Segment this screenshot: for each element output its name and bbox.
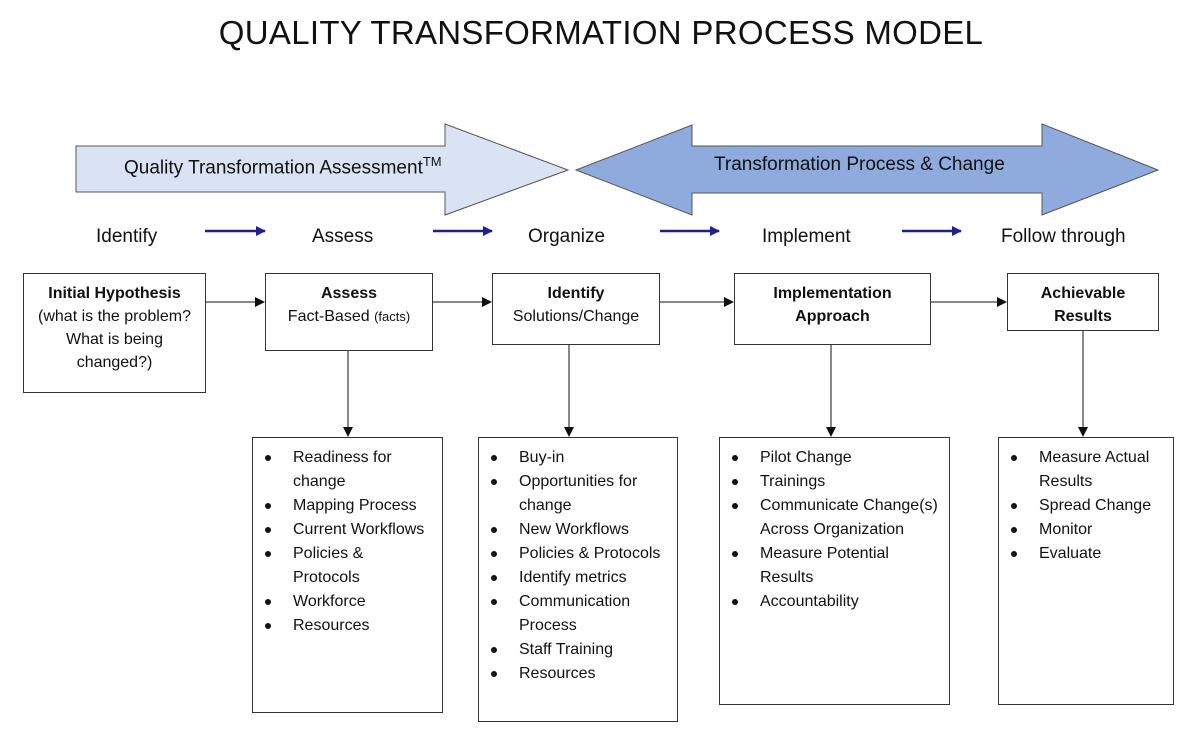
list-item: New Workflows <box>491 518 667 542</box>
list-item: Policies & Protocols <box>491 542 667 566</box>
box-initial-hypothesis: Initial Hypothesis (what is the problem?… <box>23 273 206 393</box>
process-arrow-label: Transformation Process & Change <box>714 154 1005 175</box>
list-item: Identify metrics <box>491 566 667 590</box>
list-item: Communicate Change(s) Across Organizatio… <box>732 494 939 542</box>
list-item: Measure Actual Results <box>1011 446 1163 494</box>
process-arrow <box>574 123 1160 216</box>
list-item: Current Workflows <box>265 518 432 542</box>
list-item: Resources <box>491 662 667 686</box>
box-implementation-approach: Implementation Approach <box>734 273 931 345</box>
box-title: Initial Hypothesis <box>48 285 181 302</box>
stage-label-assess: Assess <box>312 226 374 247</box>
box-note: (facts) <box>374 309 411 324</box>
trademark-mark: TM <box>422 154 442 169</box>
box-body: Solutions/Change <box>512 308 640 325</box>
list-assess: Readiness for change Mapping Process Cur… <box>252 437 443 713</box>
list-item: Spread Change <box>1011 494 1163 518</box>
list-item: Readiness for change <box>265 446 432 494</box>
box-body: Fact-Based <box>287 308 370 325</box>
box-title: Implementation Approach <box>773 285 892 325</box>
list-item: Resources <box>265 614 432 638</box>
list-item: Workforce <box>265 590 432 614</box>
box-title: Assess <box>320 285 378 302</box>
list-item: Measure Potential Results <box>732 542 939 590</box>
list-results: Measure Actual Results Spread Change Mon… <box>998 437 1174 705</box>
box-achievable-results: Achievable Results <box>1007 273 1159 331</box>
list-item: Buy-in <box>491 446 667 470</box>
list-item: Monitor <box>1011 518 1163 542</box>
list-identify: Buy-in Opportunities for change New Work… <box>478 437 678 722</box>
list-item: Communication Process <box>491 590 667 638</box>
box-body: (what is the problem? What is being chan… <box>38 308 191 371</box>
page-title: QUALITY TRANSFORMATION PROCESS MODEL <box>218 14 984 51</box>
list-item: Accountability <box>732 590 939 614</box>
list-implementation: Pilot Change Trainings Communicate Chang… <box>719 437 950 705</box>
stage-label-follow-through: Follow through <box>1001 226 1126 247</box>
box-title: Achievable Results <box>1040 285 1126 325</box>
list-item: Policies & Protocols <box>265 542 432 590</box>
list-item: Mapping Process <box>265 494 432 518</box>
box-assess: Assess Fact-Based (facts) <box>265 273 433 351</box>
stage-label-organize: Organize <box>528 226 606 247</box>
list-item: Opportunities for change <box>491 470 667 518</box>
list-item: Trainings <box>732 470 939 494</box>
assessment-arrow <box>75 123 570 216</box>
list-item: Staff Training <box>491 638 667 662</box>
stage-label-identify: Identify <box>96 226 158 247</box>
box-title: Identify <box>547 285 605 302</box>
assessment-label-text: Quality Transformation Assessment <box>124 157 423 179</box>
box-identify: Identify Solutions/Change <box>492 273 660 345</box>
stage-label-implement: Implement <box>762 226 851 247</box>
list-item: Evaluate <box>1011 542 1163 566</box>
assessment-arrow-label: Quality Transformation AssessmentTM <box>124 154 442 179</box>
list-item: Pilot Change <box>732 446 939 470</box>
